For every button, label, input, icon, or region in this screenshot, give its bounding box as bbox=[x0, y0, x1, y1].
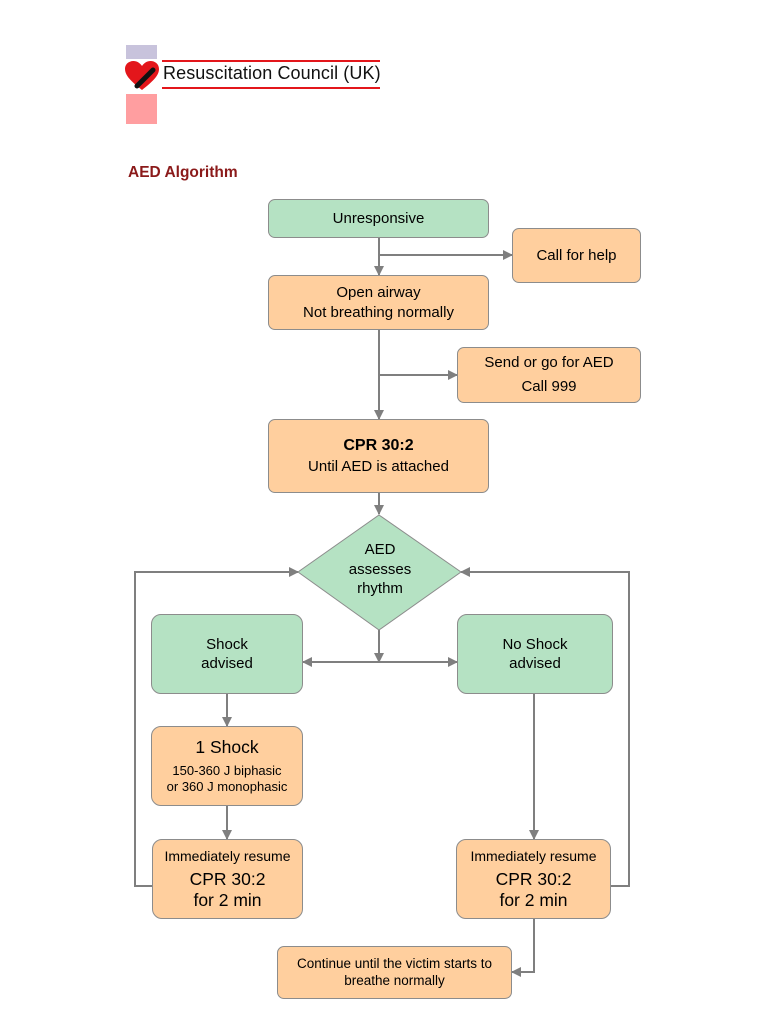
node-send-for-aed: Send or go for AED Call 999 bbox=[457, 347, 641, 403]
send-for-aed-line1: Send or go for AED bbox=[484, 354, 614, 371]
continue-line2: breathe normally bbox=[344, 972, 445, 988]
node-resume-left: Immediately resume CPR 30:2 for 2 min bbox=[152, 839, 303, 919]
resume-right-line3: for 2 min bbox=[499, 889, 568, 910]
aed-assesses-line2: assesses bbox=[348, 560, 412, 578]
one-shock-line2: 150-360 J biphasic bbox=[172, 762, 282, 778]
resume-left-line2: CPR 30:2 bbox=[189, 868, 266, 889]
logo-rule-bottom bbox=[162, 87, 380, 89]
resume-left-line3: for 2 min bbox=[193, 889, 262, 910]
logo-square-bottom bbox=[126, 94, 157, 124]
node-cpr-initial: CPR 30:2 Until AED is attached bbox=[268, 419, 489, 493]
logo-square-top bbox=[126, 45, 157, 59]
node-unresponsive-text: Unresponsive bbox=[332, 209, 425, 227]
page-title: AED Algorithm bbox=[128, 164, 238, 181]
continue-line1: Continue until the victim starts to bbox=[296, 955, 493, 971]
arrow-to-continue bbox=[511, 919, 535, 977]
send-for-aed-line2: Call 999 bbox=[521, 378, 577, 395]
node-shock-advised: Shock advised bbox=[151, 614, 303, 694]
open-airway-line1: Open airway bbox=[336, 284, 421, 301]
loop-right bbox=[460, 567, 630, 887]
aed-assesses-diamond bbox=[297, 514, 462, 631]
shock-advised-line2: advised bbox=[201, 655, 253, 672]
cpr-initial-line2: Until AED is attached bbox=[308, 457, 449, 475]
loop-left bbox=[134, 567, 299, 887]
shock-advised-line1: Shock bbox=[206, 635, 248, 653]
one-shock-line1: 1 Shock bbox=[195, 736, 259, 757]
node-call-for-help: Call for help bbox=[512, 228, 641, 283]
node-aed-assesses: AED assesses rhythm bbox=[320, 540, 440, 599]
heart-icon bbox=[125, 61, 159, 90]
no-shock-advised-line1: No Shock bbox=[502, 635, 568, 653]
no-shock-advised-line2: advised bbox=[509, 655, 561, 672]
node-call-for-help-text: Call for help bbox=[536, 246, 617, 264]
node-no-shock-advised: No Shock advised bbox=[457, 614, 613, 694]
logo-rule-top bbox=[162, 60, 380, 62]
resume-left-line1: Immediately resume bbox=[164, 848, 291, 865]
cpr-initial-line1: CPR 30:2 bbox=[343, 436, 414, 454]
node-continue: Continue until the victim starts to brea… bbox=[277, 946, 512, 999]
node-one-shock: 1 Shock 150-360 J biphasic or 360 J mono… bbox=[151, 726, 303, 806]
aed-assesses-line3: rhythm bbox=[357, 580, 403, 597]
aed-assesses-line1: AED bbox=[364, 541, 396, 558]
open-airway-line2: Not breathing normally bbox=[303, 303, 454, 321]
resume-right-line2: CPR 30:2 bbox=[495, 868, 572, 889]
node-unresponsive: Unresponsive bbox=[268, 199, 489, 238]
node-resume-right: Immediately resume CPR 30:2 for 2 min bbox=[456, 839, 611, 919]
resume-right-line1: Immediately resume bbox=[470, 848, 597, 865]
organization-name: Resuscitation Council (UK) bbox=[163, 63, 381, 83]
node-open-airway: Open airway Not breathing normally bbox=[268, 275, 489, 330]
one-shock-line3: or 360 J monophasic bbox=[166, 779, 288, 794]
